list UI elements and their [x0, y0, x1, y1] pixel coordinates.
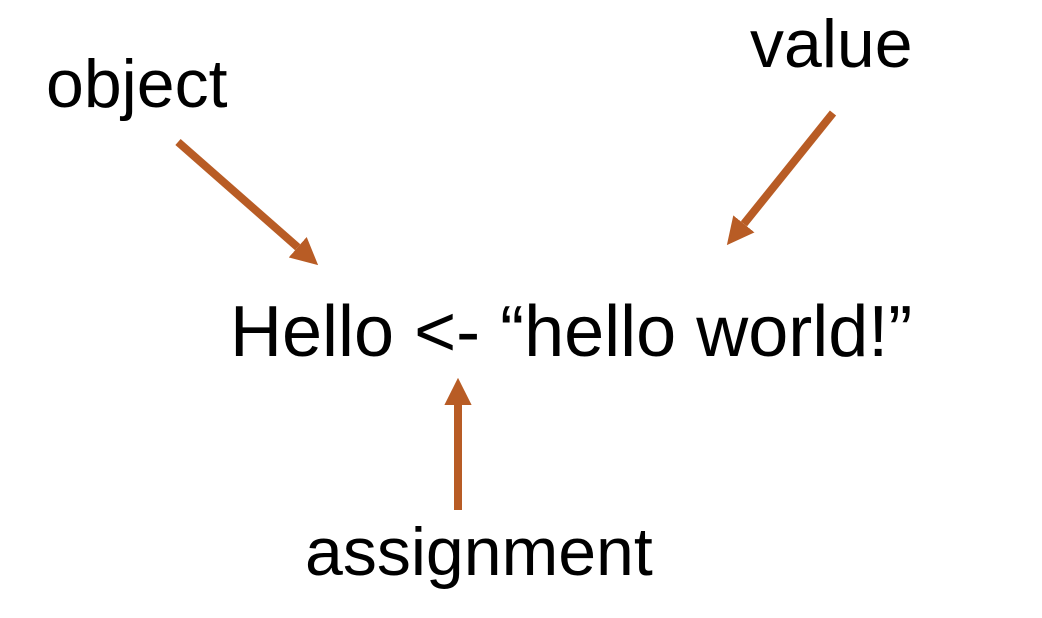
code-line: Hello <- “hello world!”: [230, 292, 913, 372]
value-arrow-icon: [726, 110, 837, 246]
object-label: object: [46, 46, 228, 122]
value-label: value: [750, 6, 913, 82]
object-arrow-icon: [175, 138, 319, 266]
assignment-label: assignment: [305, 514, 653, 590]
